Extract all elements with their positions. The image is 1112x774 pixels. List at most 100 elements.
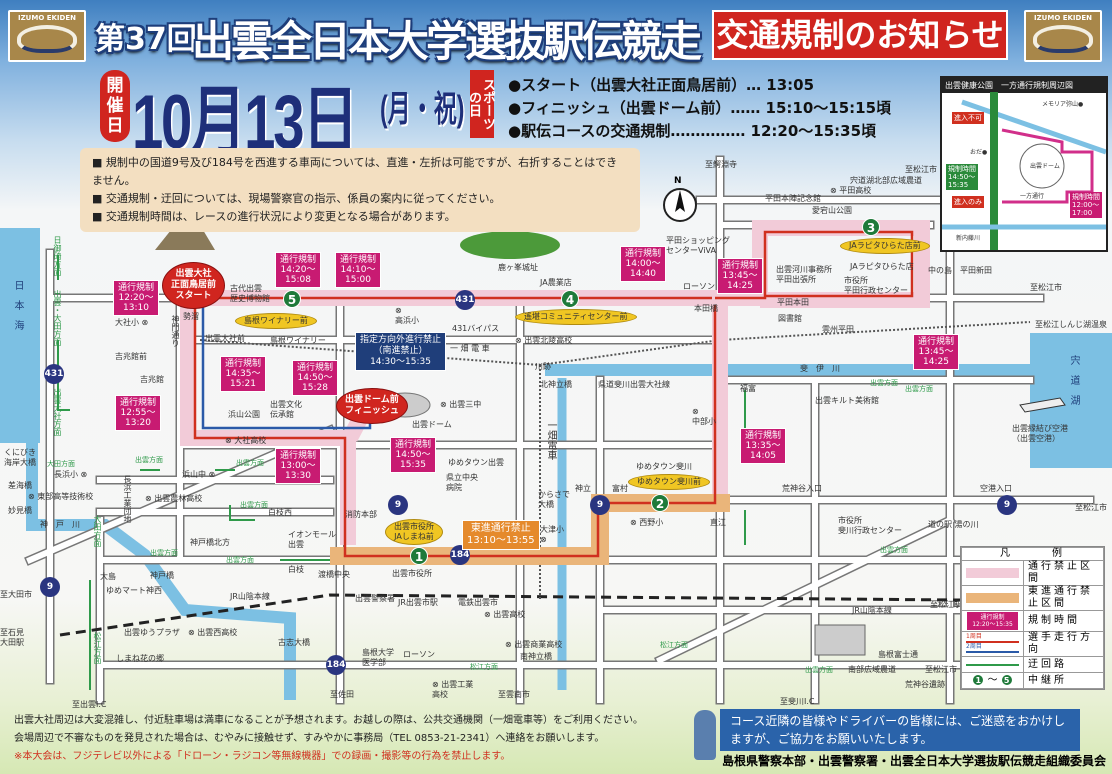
detour-direction-label: 出雲方面 xyxy=(870,379,898,387)
compass-north: N xyxy=(674,176,682,186)
relay-name-3: JAラピタひらた店前 xyxy=(840,238,930,254)
map-label: 431バイパス xyxy=(452,324,500,333)
map-label: 出雲縁結び空港 （出雲空港） xyxy=(1012,424,1068,443)
map-label: ゆめマート神西 xyxy=(106,586,162,595)
start-marker: 出雲大社 正面鳥居前 スタート xyxy=(162,262,226,309)
map-label: 鹿ヶ峯城址 xyxy=(498,263,538,272)
time-box: 通行規制 14:35～ 15:21 xyxy=(220,356,267,392)
detour-direction-label: 出雲方面 xyxy=(240,501,268,509)
map-label: 大津小 ⊗ xyxy=(540,525,564,544)
map-label: 平田本田 xyxy=(777,298,809,307)
map-label: ⊗ 出雲商業高校 xyxy=(505,640,563,649)
traffic-notice-title: 交通規制のお知らせ xyxy=(712,10,1008,60)
entry-only-label: 進入のみ xyxy=(952,196,984,208)
notice-box: ■ 規制中の国道9号及び184号を西進する車両については、直進・左折は可能ですが… xyxy=(80,148,640,232)
route-9-shield: 9 xyxy=(40,577,60,597)
map-label: 南神立橋 xyxy=(520,652,552,661)
legend-time: 規制時間 xyxy=(1023,610,1104,632)
inset-label: 新内藤川 xyxy=(956,235,981,242)
map-label: 出雲大社前 xyxy=(205,334,245,343)
route-9-shield: 9 xyxy=(388,495,408,515)
map-label: 古志大橋 xyxy=(278,638,310,647)
legend-relay-1: 1 xyxy=(972,674,985,686)
map-label: 図書館 xyxy=(778,314,802,323)
relay-point-1: 1 xyxy=(410,547,428,565)
map-label: 空港入口 xyxy=(980,484,1012,493)
route-9-shield: 9 xyxy=(590,495,610,515)
map-label: 大島 xyxy=(100,572,116,581)
map-label: 浜山公園 xyxy=(228,410,260,419)
map-vertical-label: 長浜工業団地 xyxy=(123,475,132,523)
map-vertical-label: 大田方面 xyxy=(93,515,102,547)
notice-1: ■ 規制中の国道9号及び184号を西進する車両については、直進・左折は可能ですが… xyxy=(92,156,618,187)
holiday-badge: スポーツの日 xyxy=(466,70,495,138)
map-label: ゆめタウン斐川 xyxy=(636,462,692,471)
detour-direction-label: 松江方面 xyxy=(470,663,498,671)
police-mascot-icon xyxy=(694,710,716,760)
map-label: 市役所 斐川行政センター xyxy=(838,516,902,535)
time-box: 通行規制 14:50～ 15:35 xyxy=(390,437,437,473)
inset-label: おだ● xyxy=(970,149,988,156)
map-label: JR山陰本線 xyxy=(230,592,270,601)
drone-warning: ※本大会は、フジテレビ以外による「ドローン・ラジコン等無線機器」での録画・撮影等… xyxy=(14,751,511,762)
relay-point-2: 2 xyxy=(651,494,669,512)
map-label: 出雲ゆうプラザ xyxy=(124,628,180,637)
map-label: 至斐川I.C xyxy=(780,697,815,706)
detour-direction-label: 出雲方面 xyxy=(236,459,264,467)
map-label: 出雲キルト美術館 xyxy=(815,396,879,405)
map-label: 至雲南市 xyxy=(498,690,530,699)
time-box: 通行規制 13:45～ 14:25 xyxy=(717,258,764,294)
map-label: 渡橋中央 xyxy=(318,570,350,579)
map-label: JAラピタひらた店 xyxy=(850,262,914,271)
map-label: 至出雲I.C xyxy=(72,700,107,709)
map-vertical-label: 松江方面 xyxy=(93,632,102,664)
map-label: 至松江市 xyxy=(1075,503,1107,512)
footer-line: 会場周辺で不審なものを発見された場合は、むやみに接触せず、すみやかに事務局（TE… xyxy=(14,733,605,744)
map-label: ⊗ 高浜小 xyxy=(395,306,419,325)
map-label: ⊗ 出雲工業 高校 xyxy=(432,680,474,699)
map-label: 吉兆館 xyxy=(140,375,164,384)
detour-direction-label: 出雲方面 xyxy=(880,546,908,554)
legend-range: ～ xyxy=(987,675,998,686)
map-label: JR出雲市駅 xyxy=(398,598,438,607)
event-weekday: (月・祝) xyxy=(380,88,465,129)
map-label: ⊗ 出雲高校 xyxy=(484,610,526,619)
castle-ruin-hill-icon xyxy=(460,231,560,259)
edition: 第37回 xyxy=(95,22,197,57)
sea-of-japan xyxy=(0,228,40,443)
inset-label: 一方通行 xyxy=(1020,193,1045,200)
map-label: ⊗ 出雲北陵高校 xyxy=(515,336,573,345)
map-label: 島根大学 医学部 xyxy=(362,648,394,667)
south-turn-ban-box: 指定方向外進行禁止 （南進禁止） 14:30～15:35 xyxy=(355,332,447,371)
map-label: 至松江市 xyxy=(925,665,957,674)
eastbound-ban-box: 東進通行禁止 13:10～13:55 xyxy=(462,520,540,550)
map-vertical-label: 神門通り xyxy=(171,315,180,347)
map-label: 至松江駅 xyxy=(930,600,962,609)
notice-3: ■ 交通規制時間は、レースの進行状況により変更となる場合があります。 xyxy=(92,210,456,223)
map-label: 古代出雲 歴史博物館 xyxy=(230,284,270,303)
map-label: 雲州平田 xyxy=(822,325,854,334)
time-box: 通行規制 12:55～ 13:20 xyxy=(115,395,162,431)
legend-direction: 選手走行方向 xyxy=(1023,631,1104,657)
ichibata-railway xyxy=(199,321,1031,367)
inset-label: 出雲ドーム xyxy=(1030,163,1060,170)
relay-name-5: 島根ワイナリー前 xyxy=(235,313,317,329)
map-label: 至松江市 xyxy=(1030,283,1062,292)
map-label: 妙見橋 xyxy=(8,506,32,515)
legend-lap2: 2周目 xyxy=(966,643,982,650)
time-box: 通行規制 14:20～ 15:08 xyxy=(275,252,322,288)
footer-line: 出雲大社周辺は大変混雑し、付近駐車場は満車になることが予想されます。お越しの際は… xyxy=(14,715,643,726)
map-label: 長浜小 ⊗ xyxy=(54,470,88,479)
map-vertical-label: 日 本 海 xyxy=(12,280,23,330)
map-label: からさで 大橋 xyxy=(538,490,570,509)
time-box: 通行規制 13:45～ 14:25 xyxy=(913,334,960,370)
map-label: ローソン xyxy=(403,650,435,659)
map-label: 北神立橋 xyxy=(540,380,572,389)
schedule-finish: ●フィニッシュ（出雲ドーム前）…… 15:10～15:15頃 xyxy=(508,99,892,117)
map-label: ⊗ 平田高校 xyxy=(830,186,872,195)
time-box: 通行規制 14:50～ 15:28 xyxy=(292,360,339,396)
map-label: 川跡 xyxy=(535,362,551,371)
map-label: ⊗ 大社高校 xyxy=(225,436,267,445)
map-label: 宍道湖北部広域農道 xyxy=(850,176,922,185)
map-label: 神 戸 川 xyxy=(40,520,80,529)
